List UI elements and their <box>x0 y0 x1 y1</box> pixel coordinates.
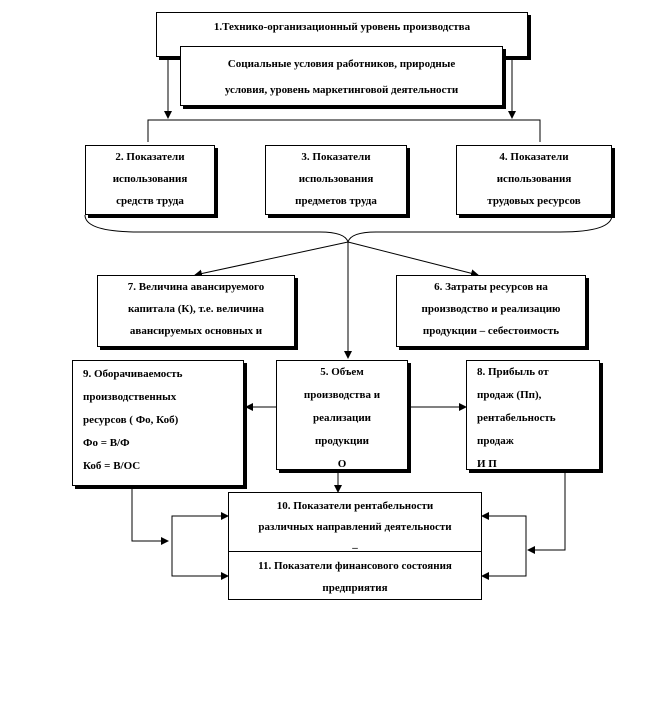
box-2-means-of-labor: 2. Показатели использования средств труд… <box>85 145 215 215</box>
box-6-resource-costs: 6. Затраты ресурсов на производство и ре… <box>396 275 586 347</box>
box-5-production-volume: 5. Объем производства и реализации проду… <box>276 360 408 470</box>
box-11-financial-condition: 11. Показатели финансового состояния пре… <box>228 551 482 600</box>
box-9-turnover: 9. Оборачиваемость производственных ресу… <box>72 360 244 486</box>
box-social-conditions: Социальные условия работников, природные… <box>180 46 503 106</box>
box-3-objects-of-labor: 3. Показатели использования предметов тр… <box>265 145 407 215</box>
box-10-profitability: 10. Показатели рентабельности различных … <box>228 492 482 552</box>
box-8-sales-profit: 8. Прибыль от продаж (Пп), рентабельност… <box>466 360 600 470</box>
box-7-advanced-capital: 7. Величина авансируемого капитала (К), … <box>97 275 295 347</box>
box-4-labor-resources: 4. Показатели использования трудовых рес… <box>456 145 612 215</box>
